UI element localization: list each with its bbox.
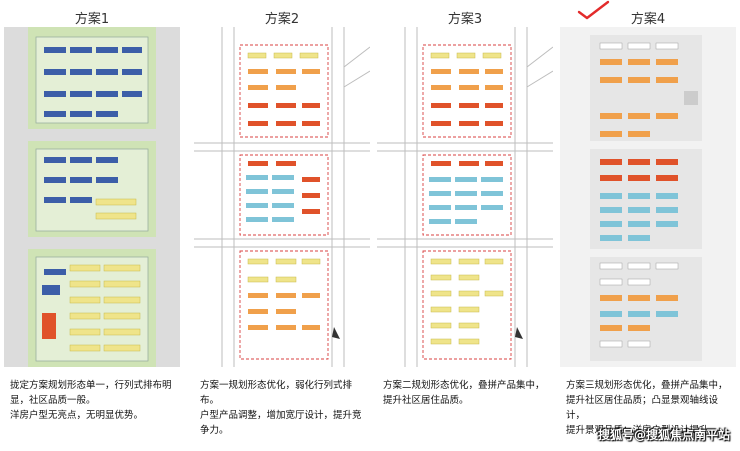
caption-line: 方案二规划形态优化，叠拼产品集中， — [383, 380, 545, 391]
site-plan-image-3 — [377, 27, 553, 367]
watermark: 搜狐号@搜狐焦点南平站 — [597, 428, 730, 442]
site-plan-image-1 — [4, 27, 180, 367]
caption-line: 显，社区品质一般。 — [10, 395, 96, 406]
caption-line: 户型产品调整，增加宽厅设计，提升竞 — [200, 410, 362, 421]
panel-title: 方案3 — [447, 12, 483, 27]
plan-caption-1: 拢定方案规划形态单一，行列式排布明 显，社区品质一般。 洋房户型无亮点，无明显优… — [10, 378, 178, 423]
panel-title: 方案2 — [264, 12, 300, 27]
plan-caption-2: 方案一规划形态优化，弱化行列式排布。 户型产品调整，增加宽厅设计，提升竞 争力。 — [200, 378, 368, 438]
plan-panel-3: 方案3 — [377, 0, 553, 451]
caption-line: 提升社区居住品质；凸显景观轴线设计， — [566, 395, 719, 421]
plan-caption-4: 方案三规划形态优化，叠拼产品集中， 提升社区居住品质；凸显景观轴线设计， 提升景… — [566, 378, 734, 438]
site-plan-image-2 — [194, 27, 370, 367]
caption-line: 洋房户型无亮点，无明显优势。 — [10, 410, 144, 421]
panel-title: 方案1 — [74, 12, 110, 27]
caption-line: 争力。 — [200, 425, 229, 436]
caption-line: 提升社区居住品质。 — [383, 395, 469, 406]
plan-panel-4: 方案4 — [560, 0, 736, 451]
plan-panel-1: 方案1 拢定方案规划形态 — [4, 0, 180, 451]
panel-title: 方案4 — [630, 12, 666, 27]
caption-line: 方案一规划形态优化，弱化行列式排布。 — [200, 380, 353, 406]
plan-panel-2: 方案2 — [194, 0, 370, 451]
caption-line: 拢定方案规划形态单一，行列式排布明 — [10, 380, 172, 391]
plan-caption-3: 方案二规划形态优化，叠拼产品集中， 提升社区居住品质。 — [383, 378, 551, 408]
site-plan-image-4 — [560, 27, 736, 367]
caption-line: 方案三规划形态优化，叠拼产品集中， — [566, 380, 728, 391]
caption-line: 提升景观品质；洋房户型设计提升 — [566, 425, 709, 436]
checkmark-icon — [577, 0, 610, 20]
